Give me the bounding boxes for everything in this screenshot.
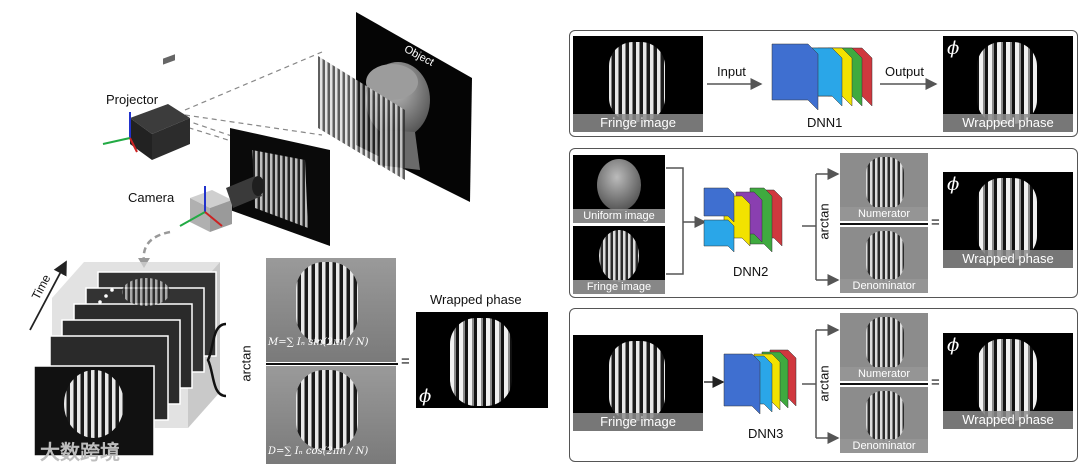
dnn3-input-image: Fringe image	[573, 335, 703, 431]
dnn1-input-label: Input	[717, 64, 746, 79]
dnn2-denominator-caption: Denominator	[840, 279, 928, 293]
dnn3-numerator-image: Numerator	[840, 313, 928, 381]
setup-illustration	[0, 0, 560, 465]
phi-symbol: ϕ	[419, 386, 431, 407]
dnn1-label: DNN1	[807, 115, 842, 130]
dnn1-input-image: Fringe image	[573, 36, 703, 132]
dnn3-output-image: ϕ Wrapped phase	[943, 333, 1073, 429]
dnn3-input-caption: Fringe image	[573, 413, 703, 431]
dnn2-label: DNN2	[733, 264, 768, 279]
dnn2-numerator-image: Numerator	[840, 153, 928, 221]
dnn3-denominator-image: Denominator	[840, 387, 928, 453]
numerator-head	[296, 262, 358, 344]
wrapped-phase-head	[450, 318, 512, 406]
equals-sign: =	[401, 353, 410, 370]
dnn3-numerator-caption: Numerator	[840, 367, 928, 381]
dnn1-phi: ϕ	[947, 38, 959, 59]
wrapped-phase-title: Wrapped phase	[430, 292, 522, 307]
dnn2-network	[702, 186, 798, 258]
dnn2-denominator-image: Denominator	[840, 227, 928, 293]
dnn3-phi: ϕ	[947, 335, 959, 356]
projector-label: Projector	[106, 92, 158, 107]
arctan-label: arctan	[239, 345, 254, 381]
dnn2-uniform-caption: Uniform image	[573, 209, 665, 223]
capture-arrow	[144, 232, 170, 262]
camera-label: Camera	[128, 190, 174, 205]
dnn3-denominator-caption: Denominator	[840, 439, 928, 453]
dnn2-numerator-caption: Numerator	[840, 207, 928, 221]
dnn2-output-image: ϕ Wrapped phase	[943, 172, 1073, 268]
watermark: 大数跨境	[40, 436, 120, 465]
dnn1-output-image: ϕ Wrapped phase	[943, 36, 1073, 132]
dnn2-fringe-caption: Fringe image	[573, 280, 665, 294]
dnn2-equals: =	[931, 214, 940, 231]
dnn1-output-caption: Wrapped phase	[943, 114, 1073, 132]
dnn2-phi: ϕ	[947, 174, 959, 195]
dnn2-fraction-bar	[840, 223, 928, 225]
dnn3-arctan-label: arctan	[817, 365, 832, 401]
dnn3-fraction-bar	[840, 383, 928, 385]
dnn1-network	[770, 40, 880, 112]
dnn2-uniform-image: Uniform image	[573, 155, 665, 223]
dnn1-input-caption: Fringe image	[573, 114, 703, 132]
dnn2-arctan-label: arctan	[817, 203, 832, 239]
dnn2-output-caption: Wrapped phase	[943, 250, 1073, 268]
denominator-formula: D=∑ Iₙ cos(2πn / N)	[268, 446, 368, 457]
dnn3-network	[722, 346, 808, 416]
dnn1-output-label: Output	[885, 64, 924, 79]
denominator-head	[296, 370, 358, 450]
dnn3-output-caption: Wrapped phase	[943, 411, 1073, 429]
dnn3-label: DNN3	[748, 426, 783, 441]
dnn2-fringe-image: Fringe image	[573, 226, 665, 294]
numerator-formula: M=∑ Iₙ sin(2πn / N)	[268, 337, 369, 348]
dnn3-equals: =	[931, 374, 940, 391]
projector	[130, 54, 190, 160]
image-stack	[34, 262, 220, 456]
